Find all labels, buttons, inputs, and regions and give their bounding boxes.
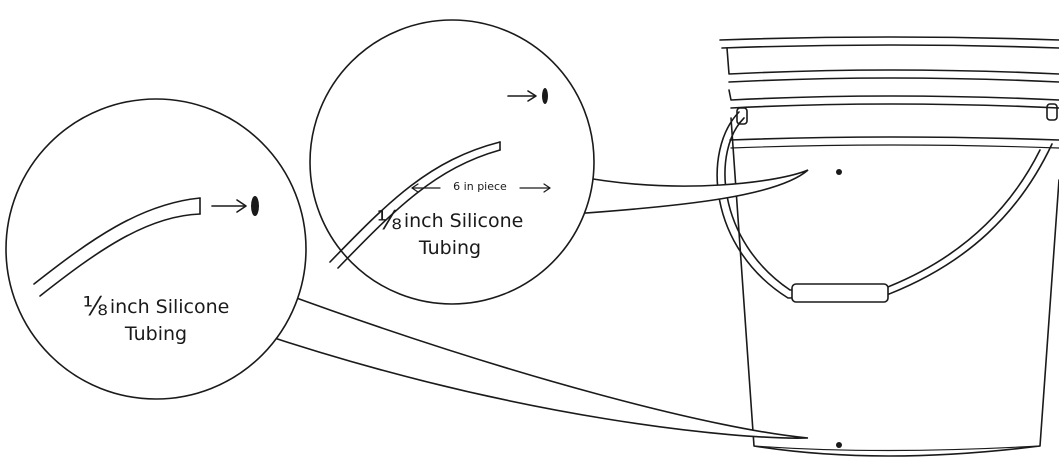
tubing-large-inner	[39, 213, 201, 297]
dimension-label: 6 in piece	[453, 180, 507, 193]
callout-large-tail	[254, 291, 809, 439]
callout-small-fraction: ⅛	[376, 206, 402, 236]
bucket-hole-upper	[836, 169, 842, 175]
callout-small-tail	[571, 169, 809, 215]
tubing-small-outer	[329, 141, 501, 263]
bucket-rim-1	[726, 47, 1059, 75]
bucket-bottom	[753, 445, 1041, 452]
bucket-handle-hinge-right	[1046, 103, 1058, 121]
bucket-handle-hinge-left	[736, 107, 748, 125]
callout-large-circle	[5, 98, 307, 400]
bucket-band-lower	[730, 144, 1059, 149]
bucket	[716, 36, 1059, 457]
grommet-small-icon	[542, 88, 548, 104]
bucket-handle-outer	[724, 117, 1041, 291]
callout-large	[5, 98, 809, 439]
callout-small-caption-line2: Tubing	[418, 237, 482, 260]
tubing-large-outer	[33, 197, 201, 285]
bucket-rim-3	[728, 89, 1059, 101]
callout-large-line1-text: inch Silicone	[109, 296, 230, 318]
bucket-hole-lower	[836, 442, 842, 448]
bucket-rim-2	[728, 77, 1059, 83]
tubing-small-arrow-head	[527, 90, 537, 102]
bucket-handle-inner	[716, 111, 1053, 299]
bucket-rim-4	[730, 103, 1059, 109]
callout-large-fraction: ⅛	[82, 292, 108, 322]
tubing-large-arrow-head	[236, 199, 247, 213]
bucket-rim-top	[719, 36, 1059, 41]
bucket-rim-top-2	[721, 44, 1059, 49]
bucket-handle-grip	[791, 283, 889, 303]
callout-large-caption-line2: Tubing	[124, 323, 188, 346]
tubing-small-inner	[337, 149, 501, 269]
dimension-arrowhead-left	[411, 183, 419, 193]
callout-small	[309, 19, 809, 305]
dimension-arrowhead-right	[543, 183, 551, 193]
callout-small-line1-text: inch Silicone	[403, 210, 524, 232]
grommet-large-icon	[251, 196, 259, 216]
callout-small-circle	[309, 19, 595, 305]
bucket-band	[729, 136, 1059, 141]
bucket-body	[730, 117, 1059, 457]
